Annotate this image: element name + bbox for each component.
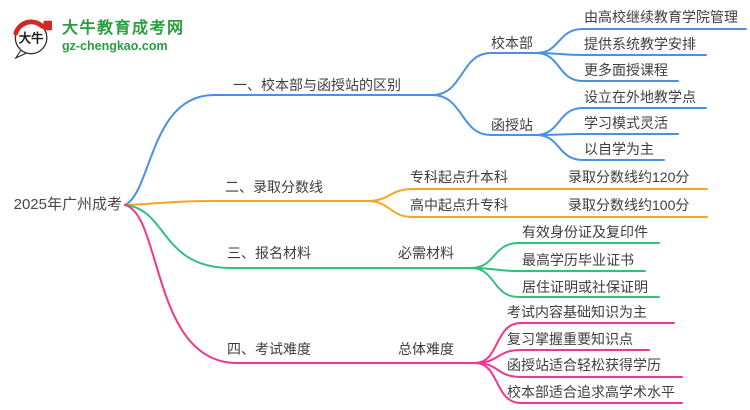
root-node: 2025年广州成考 [13, 196, 122, 213]
leaf-node: 函授站适合轻松获得学历 [507, 357, 661, 373]
connector [124, 94, 433, 206]
connector [474, 322, 675, 364]
leaf-node: 考试内容基础知识为主 [507, 304, 647, 320]
leaf-node: 录取分数线约120分 [568, 169, 690, 185]
leaf-node: 校本部适合追求高学术水平 [507, 384, 675, 400]
branch-3-topic: 三、报名材料 [227, 245, 311, 261]
logo-site-name: 大牛教育成考网 [62, 19, 185, 37]
connector [124, 204, 472, 269]
connector [124, 200, 368, 206]
leaf-node: 设立在外地教学点 [584, 89, 696, 105]
logo-site-url: gz-chengkao.com [62, 38, 168, 53]
branch-1-node-correspondence: 函授站 [491, 117, 533, 133]
connector [431, 94, 537, 136]
branch-2-node-highschool: 高中起点升专科 [410, 197, 508, 213]
leaf-node: 复习掌握重要知识点 [507, 331, 633, 347]
connector [470, 267, 660, 298]
branch-1-connectors [124, 28, 747, 206]
leaf-node: 有效身份证及复印件 [522, 224, 648, 240]
branch-3-node-materials: 必需材料 [398, 245, 454, 261]
branch-1-node-campus: 校本部 [491, 35, 533, 51]
connector [431, 52, 537, 96]
connector [535, 52, 707, 56]
branch-3-connectors [124, 204, 660, 298]
leaf-node: 由高校继续教育学院管理 [584, 9, 738, 25]
leaf-node: 更多面授课程 [584, 62, 668, 78]
branch-4-connectors [124, 204, 683, 404]
leaf-node: 居住证明或社保证明 [522, 279, 648, 295]
branch-4-node-difficulty: 总体难度 [398, 341, 454, 357]
branch-4-topic: 四、考试难度 [227, 341, 311, 357]
leaf-node: 录取分数线约100分 [568, 197, 690, 213]
leaf-node: 学习模式灵活 [584, 115, 668, 131]
site-logo: 大牛 大牛教育成考网 gz-chengkao.com [12, 12, 185, 60]
logo-hat-arc [13, 19, 45, 36]
logo-text-block: 大牛教育成考网 gz-chengkao.com [62, 19, 185, 54]
branch-1-topic: 一、校本部与函授站的区别 [233, 77, 401, 93]
connector [124, 204, 476, 364]
logo-icon-text: 大牛 [19, 31, 44, 46]
leaf-node: 最高学历毕业证书 [522, 252, 634, 268]
connector [535, 133, 679, 136]
connector [535, 52, 679, 82]
logo-icon: 大牛 [13, 19, 53, 60]
leaf-node: 以自学为主 [584, 141, 654, 157]
connector [366, 200, 708, 218]
branch-2-node-upgrade: 专科起点升本科 [410, 169, 508, 185]
connector [470, 267, 646, 272]
connector [535, 134, 665, 161]
connector [474, 362, 683, 404]
leaf-node: 提供系统教学安排 [584, 36, 696, 52]
logo-seal [43, 20, 53, 31]
branch-2-topic: 二、录取分数线 [225, 179, 323, 195]
branch-2-connectors [124, 188, 708, 218]
